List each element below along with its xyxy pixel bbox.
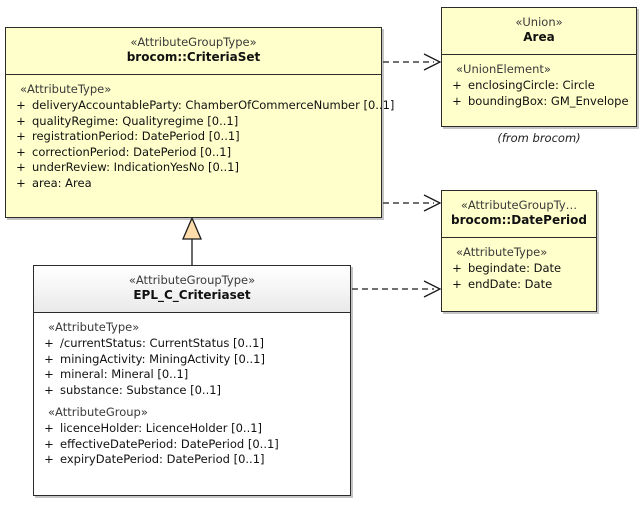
attribute-row[interactable]: + endDate: Date [446, 277, 592, 293]
attribute-row[interactable]: + deliveryAccountableParty: ChamberOfCom… [10, 98, 394, 114]
class-header-brocom-criteriaset: «AttributeGroupType» brocom::CriteriaSet [6, 28, 381, 75]
class-stereotype: «AttributeGroupType» [130, 35, 257, 49]
attribute-visibility: + [16, 144, 26, 159]
attribute-label: endDate: Date [468, 276, 553, 291]
attribute-visibility: + [452, 93, 462, 108]
attribute-visibility: + [16, 129, 26, 143]
attribute-row[interactable]: + expiryDatePeriod: DatePeriod [0..1] [38, 452, 346, 468]
attribute-row[interactable]: + area: Area [10, 176, 377, 192]
attribute-label: expiryDatePeriod: DatePeriod [0..1] [60, 452, 265, 466]
attribute-visibility: + [452, 276, 462, 291]
class-stereotype: «AttributeGroupType» [128, 273, 256, 287]
class-body-epl-c-criteriaset: «AttributeType» + /currentStatus: Curren… [34, 313, 350, 474]
attribute-visibility: + [44, 382, 54, 397]
attribute-row[interactable]: + qualityRegime: Qualityregime [0..1] [10, 114, 377, 130]
class-box-brocom-criteriaset[interactable]: «AttributeGroupType» brocom::CriteriaSet… [5, 27, 394, 218]
class-name: EPL_C_Criteriaset [133, 288, 251, 303]
attribute-row[interactable]: + mineral: Mineral [0..1] [38, 367, 346, 383]
class-body-area: «UnionElement» + enclosingCircle: Circle… [442, 55, 636, 115]
attribute-visibility: + [452, 261, 462, 275]
dependency-epl-to-dateperiod [352, 280, 442, 298]
attribute-visibility: + [16, 113, 26, 128]
attribute-label: underReview: IndicationYesNo [0..1] [32, 160, 239, 174]
class-stereotype: «AttributeGroupTy… [460, 198, 578, 212]
class-header-epl-c-criteriaset: «AttributeGroupType» EPL_C_Criteriaset [34, 266, 350, 313]
compartment-stereotype: «AttributeType» [48, 320, 140, 334]
attribute-label: miningActivity: MiningActivity [0..1] [60, 351, 265, 366]
class-header-brocom-dateperiod: «AttributeGroupTy… brocom::DatePeriod [442, 191, 596, 238]
attribute-visibility: + [16, 160, 26, 174]
class-body-brocom-criteriaset: «AttributeType» + deliveryAccountablePar… [6, 75, 394, 197]
attribute-label: boundingBox: GM_Envelope [468, 93, 629, 108]
attribute-row[interactable]: + underReview: IndicationYesNo [0..1] [10, 160, 377, 176]
class-box-brocom-dateperiod[interactable]: «AttributeGroupTy… brocom::DatePeriod «A… [441, 190, 597, 312]
attribute-visibility: + [44, 452, 54, 466]
class-name: brocom::CriteriaSet [126, 50, 261, 65]
attribute-label: effectiveDatePeriod: DatePeriod [0..1] [60, 436, 279, 451]
attribute-visibility: + [16, 175, 26, 190]
class-name: brocom::DatePeriod [451, 213, 587, 228]
attribute-label: licenceHolder: LicenceHolder [0..1] [60, 421, 263, 435]
attribute-row[interactable]: + /currentStatus: CurrentStatus [0..1] [38, 336, 346, 352]
attribute-label: correctionPeriod: DatePeriod [0..1] [32, 144, 232, 159]
attribute-row[interactable]: + licenceHolder: LicenceHolder [0..1] [38, 421, 346, 437]
attribute-row[interactable]: + effectiveDatePeriod: DatePeriod [0..1] [38, 437, 346, 453]
class-header-area: «Union» Area [442, 8, 636, 55]
attribute-visibility: + [44, 351, 54, 366]
attribute-label: registrationPeriod: DatePeriod [0..1] [32, 129, 240, 143]
attribute-label: mineral: Mineral [0..1] [60, 367, 189, 381]
attribute-visibility: + [44, 421, 54, 435]
attribute-label: qualityRegime: Qualityregime [0..1] [32, 113, 239, 128]
compartment-stereotype: «AttributeGroup» [48, 405, 148, 419]
attribute-row[interactable]: + enclosingCircle: Circle [446, 78, 632, 94]
attribute-row[interactable]: + correctionPeriod: DatePeriod [0..1] [10, 145, 377, 161]
package-origin-note: (from brocom) [497, 131, 581, 145]
attribute-label: substance: Substance [0..1] [60, 382, 222, 397]
attribute-visibility: + [44, 367, 54, 381]
attribute-visibility: + [44, 336, 54, 350]
attribute-row[interactable]: + miningActivity: MiningActivity [0..1] [38, 352, 346, 368]
compartment-stereotype: «AttributeType» [456, 245, 548, 259]
compartment-stereotype: «UnionElement» [456, 62, 551, 76]
attribute-row[interactable]: + registrationPeriod: DatePeriod [0..1] [10, 129, 377, 145]
class-stereotype: «Union» [515, 15, 563, 29]
attribute-visibility: + [44, 436, 54, 451]
attribute-visibility: + [452, 78, 462, 92]
compartment-stereotype: «AttributeType» [20, 82, 112, 96]
attribute-label: area: Area [32, 175, 92, 190]
generalization-epl-to-criteriaset [182, 216, 202, 265]
attribute-label: deliveryAccountableParty: ChamberOfComme… [32, 98, 395, 112]
attribute-label: enclosingCircle: Circle [468, 78, 595, 92]
attribute-label: /currentStatus: CurrentStatus [0..1] [60, 336, 264, 350]
attribute-label: begindate: Date [468, 261, 562, 275]
attribute-row[interactable]: + begindate: Date [446, 261, 592, 277]
attribute-row[interactable]: + substance: Substance [0..1] [38, 383, 346, 399]
attribute-row[interactable]: + boundingBox: GM_Envelope [446, 94, 632, 110]
dependency-criteriaset-to-dateperiod [383, 194, 442, 212]
class-body-brocom-dateperiod: «AttributeType» + begindate: Date + endD… [442, 238, 596, 298]
attribute-visibility: + [16, 98, 26, 112]
class-box-epl-c-criteriaset[interactable]: «AttributeGroupType» EPL_C_Criteriaset «… [33, 265, 351, 496]
dependency-criteriaset-to-area [383, 53, 442, 71]
class-box-area[interactable]: «Union» Area «UnionElement» + enclosingC… [441, 7, 637, 127]
class-name: Area [523, 30, 555, 45]
